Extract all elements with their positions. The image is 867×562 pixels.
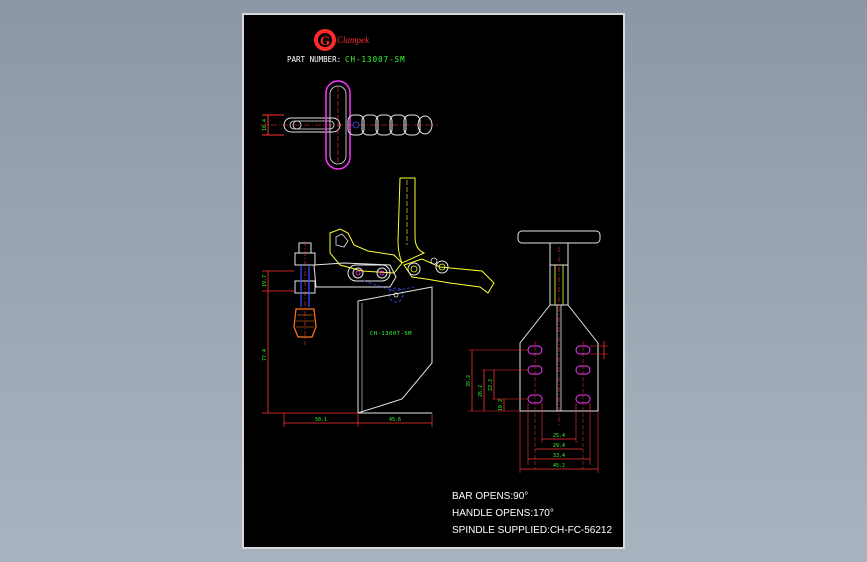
dim-side-base-right: 45.6 [389, 417, 401, 423]
logo-text: Clampek [337, 35, 370, 45]
dim-front-height-b: 26.2 [478, 385, 484, 397]
front-view: 39.2 26.2 22.2 10.2 25.4 [466, 230, 608, 473]
part-number-label: PART NUMBER: [287, 55, 341, 64]
side-view: CH-13007-SM 19.7 77.4 50.1 45.6 [262, 177, 495, 427]
dim-front-width-c: 33.4 [553, 453, 565, 459]
spec-spindle-supplied: SPINDLE SUPPLIED:CH-FC-56212 [452, 525, 612, 536]
dim-front-width-b: 29.4 [553, 443, 565, 449]
brand-logo: G Clampek [314, 29, 370, 51]
drawing-sheet: G Clampek PART NUMBER: CH-13007-SM 16.4 [242, 13, 625, 549]
technical-drawing: G Clampek PART NUMBER: CH-13007-SM 16.4 [260, 29, 612, 536]
dim-front-width-d: 45.2 [553, 463, 565, 469]
dim-front-height-a: 39.2 [466, 375, 472, 387]
top-view: 16.4 [260, 80, 438, 170]
part-number-value: CH-13007-SM [345, 55, 406, 64]
dim-side-base-left: 50.1 [315, 417, 327, 423]
dim-front-width-a: 25.4 [553, 433, 565, 439]
dim-side-height-total: 77.4 [262, 349, 268, 361]
spec-handle-opens: HANDLE OPENS:170° [452, 508, 554, 519]
dim-front-height-c: 22.2 [488, 379, 494, 391]
spec-bar-opens: BAR OPENS:90° [452, 491, 528, 502]
logo-letter: G [320, 33, 330, 48]
dim-front-height-d: 10.2 [498, 399, 504, 411]
side-view-body-label: CH-13007-SM [370, 331, 412, 337]
dim-side-height-spindle: 19.7 [262, 275, 268, 287]
